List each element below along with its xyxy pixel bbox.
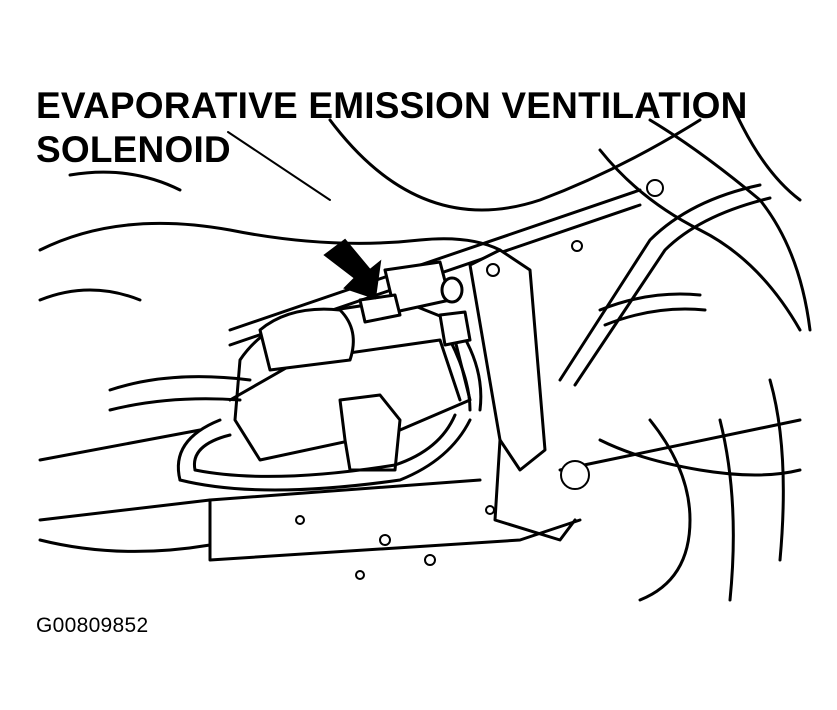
callout-line-2: SOLENOID (36, 129, 231, 170)
mounting-bracket (468, 248, 577, 542)
solenoid-pointer-arrow (323, 238, 382, 300)
callout-leader-line (227, 131, 331, 201)
vent-hoses (108, 183, 772, 492)
component-callout-label: EVAPORATIVE EMISSION VENTILATION SOLENOI… (36, 84, 748, 172)
figure-id: G00809852 (36, 614, 149, 637)
solenoid (358, 260, 472, 347)
vehicle-underbody (38, 98, 812, 602)
canister-housing (228, 298, 472, 472)
callout-line-1: EVAPORATIVE EMISSION VENTILATION (36, 85, 748, 126)
